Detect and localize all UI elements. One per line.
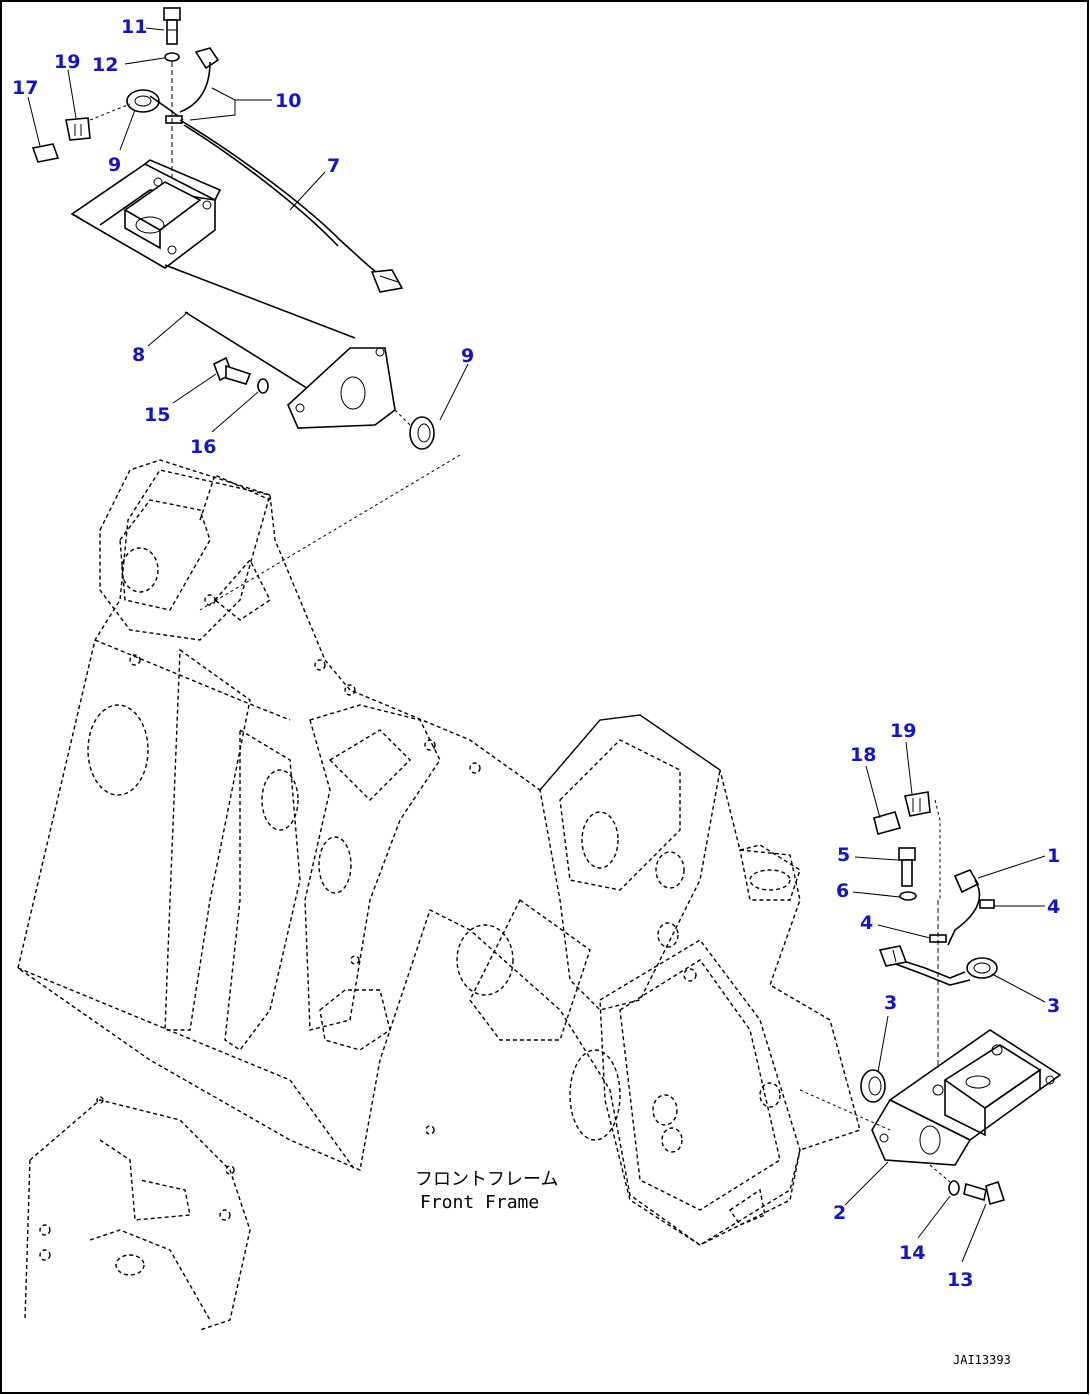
front-frame-outline — [17, 459, 861, 1331]
callout-19-right: 19 — [890, 720, 916, 742]
clip-19-top — [65, 117, 91, 141]
grommet-9-top — [126, 89, 160, 113]
frame-label-jp: フロントフレーム — [415, 1169, 558, 1190]
cap-18 — [873, 811, 902, 835]
washer-6 — [899, 891, 917, 901]
callout-2: 2 — [833, 1202, 846, 1224]
connector-7 — [370, 269, 404, 293]
callout-18: 18 — [850, 744, 876, 766]
callout-labels: 11 12 19 17 10 9 7 8 9 15 16 19 18 1 5 6… — [12, 16, 1060, 1291]
frame-label-en: Front Frame — [420, 1192, 539, 1213]
callout-7: 7 — [327, 155, 340, 177]
right-sensor-assembly — [799, 791, 1062, 1206]
callout-14: 14 — [899, 1242, 925, 1264]
callout-12: 12 — [92, 54, 118, 76]
grommet-3-lower — [860, 1069, 886, 1103]
grommet-3 — [966, 957, 998, 979]
washer-16 — [257, 378, 269, 394]
callout-8: 8 — [132, 344, 145, 366]
callout-11: 11 — [121, 16, 147, 38]
callout-4-left: 4 — [860, 912, 873, 934]
callout-6: 6 — [836, 880, 849, 902]
drawing-code: JAI13393 — [953, 1353, 1011, 1367]
clip-19-right — [904, 791, 931, 817]
bolt-5 — [898, 847, 916, 861]
callout-19: 19 — [54, 51, 80, 73]
callout-3-right: 3 — [1047, 995, 1060, 1017]
callout-5: 5 — [837, 844, 850, 866]
bolt-11 — [163, 7, 181, 21]
callout-16: 16 — [190, 436, 216, 458]
leader-lines — [27, 27, 1046, 1263]
callout-3-left: 3 — [884, 992, 897, 1014]
callout-13: 13 — [947, 1269, 973, 1291]
bolt-13 — [963, 1182, 987, 1202]
cap-17 — [31, 143, 60, 163]
washer-12 — [164, 52, 180, 62]
callout-9: 9 — [108, 154, 121, 176]
callout-17: 17 — [12, 77, 38, 99]
top-sensor-assembly — [31, 7, 461, 611]
callout-4-right: 4 — [1047, 896, 1060, 918]
grommet-9-lower — [409, 416, 435, 450]
callout-15: 15 — [144, 404, 170, 426]
washer-14 — [948, 1180, 960, 1196]
callout-1: 1 — [1047, 845, 1060, 867]
callout-10: 10 — [275, 90, 301, 112]
callout-9-lower: 9 — [461, 345, 474, 367]
sensor-connector-1 — [953, 868, 980, 894]
